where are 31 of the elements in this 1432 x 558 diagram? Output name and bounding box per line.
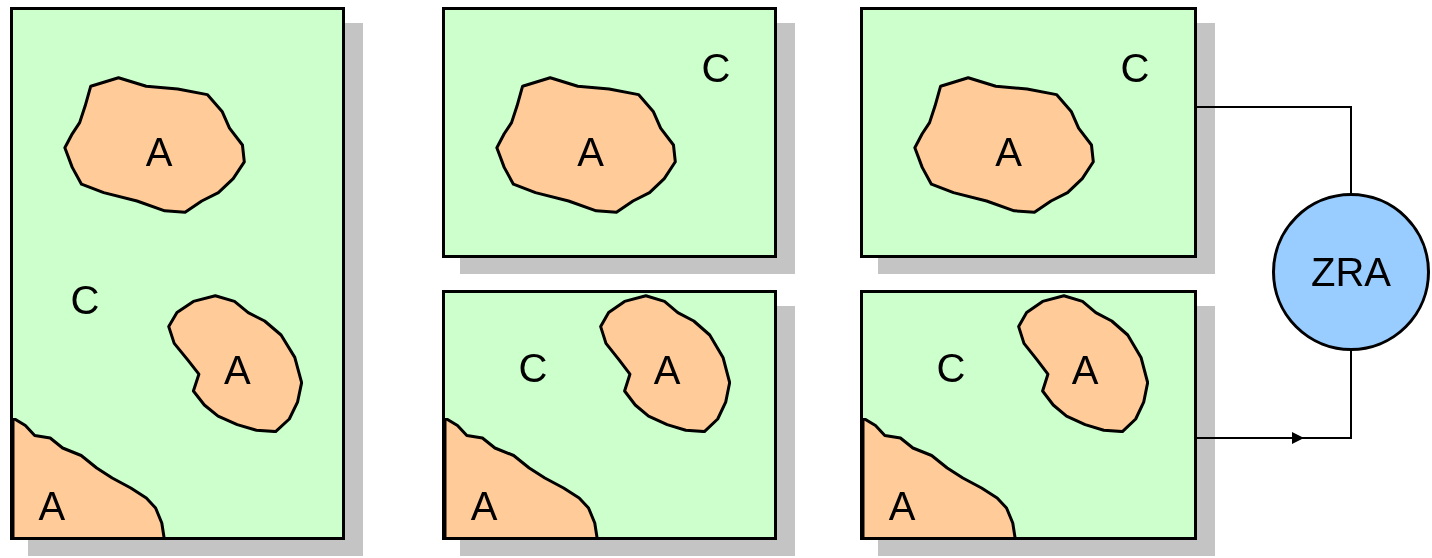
region-label: A [470,485,498,526]
grain-region [445,418,601,537]
panel-label: C [1120,48,1150,88]
grain-region [863,418,1019,537]
panel-label: C [701,48,731,88]
grain-region [63,75,248,215]
panel-label: C [70,280,100,320]
region-label: A [888,485,916,526]
connector-line [1196,106,1352,194]
grain-region [1016,293,1149,433]
panel-label: C [518,348,548,388]
grain-region [598,293,731,433]
node-label: ZRA [1311,252,1391,292]
panel [442,290,777,540]
region-label: A [38,485,66,526]
region-label: A [1071,350,1099,390]
panel [860,7,1197,258]
region-label: A [223,350,251,390]
grain-region [13,418,168,537]
panel-label: C [936,348,966,388]
region-label: A [577,132,604,172]
grain-region [166,293,303,433]
grain-region [913,75,1097,215]
arrow [1196,350,1352,444]
panel [10,7,345,540]
panel [442,7,777,258]
region-label: A [145,132,173,172]
region-label: A [653,350,681,390]
region-label: A [995,132,1022,172]
grain-region [495,75,679,215]
panel [860,290,1197,540]
